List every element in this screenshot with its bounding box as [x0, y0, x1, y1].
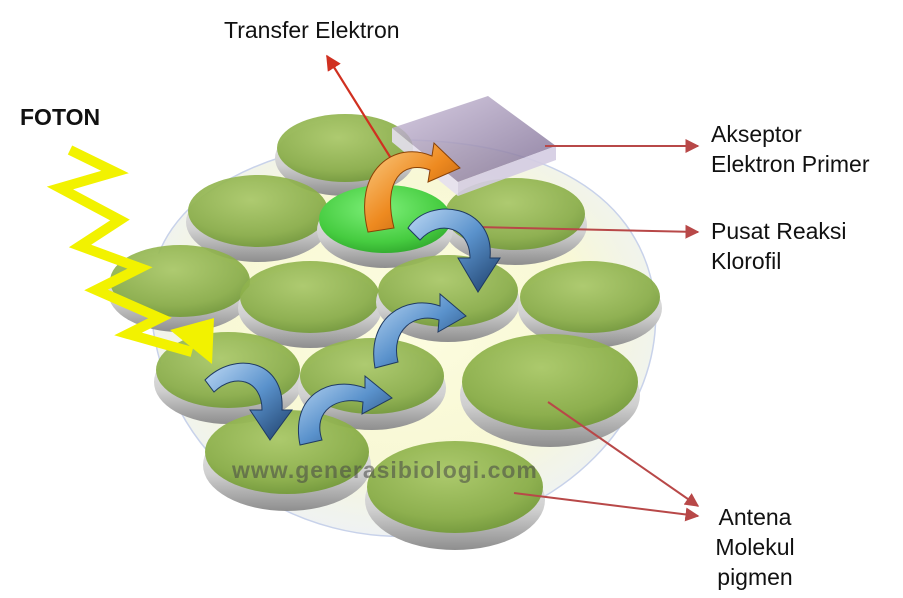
reaction-center-label: Pusat Reaksi Klorofil — [711, 216, 847, 276]
electron-transfer-arrow — [326, 54, 393, 161]
energy-transfer-arrow — [407, 208, 501, 293]
electron-excitation-arrow — [364, 141, 461, 233]
photon-arrowhead — [170, 318, 214, 364]
energy-transfer-arrow — [373, 292, 467, 369]
energy-transfer-arrow — [298, 374, 393, 446]
pigment-molecule — [203, 410, 371, 511]
pigment-molecule — [238, 261, 382, 348]
antena-pointer-lower — [513, 492, 700, 522]
antenna-label-line: pigmen — [717, 564, 793, 590]
photon-label: FOTON — [20, 104, 101, 130]
antenna-label-line: Antena — [718, 504, 792, 530]
electron-transfer-label: Transfer Elektron — [224, 17, 400, 43]
acceptor-label-line: Akseptor — [711, 121, 802, 147]
pigment-molecule — [460, 334, 640, 447]
pigment-molecule — [518, 261, 662, 348]
photon-zigzag — [46, 145, 194, 357]
acceptor-label: Akseptor Elektron Primer — [711, 119, 869, 179]
antena-pointer-upper — [547, 401, 700, 507]
antenna-label: Antena Molekul pigmen — [700, 502, 810, 592]
pigment-molecule — [186, 175, 330, 262]
acceptor-label-line: Elektron Primer — [711, 151, 870, 177]
pigment-molecule — [108, 245, 252, 332]
energy-transfer-arrow — [204, 362, 293, 441]
watermark: www.generasibiologi.com — [232, 457, 538, 483]
pigment-molecule — [365, 441, 545, 550]
antenna-label-line: Molekul — [715, 534, 795, 560]
reaction-center-label-line: Pusat Reaksi — [711, 218, 847, 244]
reaction-center-label-line: Klorofil — [711, 248, 782, 274]
